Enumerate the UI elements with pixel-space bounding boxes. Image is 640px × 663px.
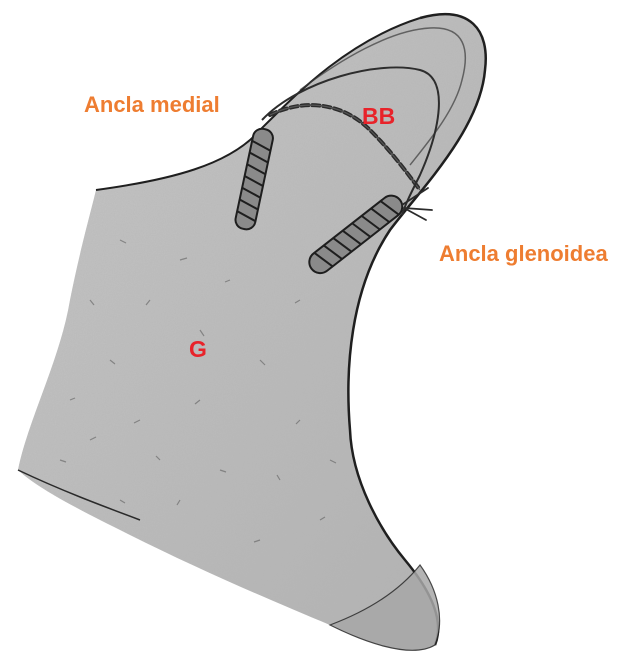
biceps-label: BB (362, 103, 395, 130)
glenoid-label: G (189, 336, 207, 363)
medial-anchor-label: Ancla medial (84, 92, 220, 118)
glenoid-anchor-label: Ancla glenoidea (439, 241, 608, 267)
